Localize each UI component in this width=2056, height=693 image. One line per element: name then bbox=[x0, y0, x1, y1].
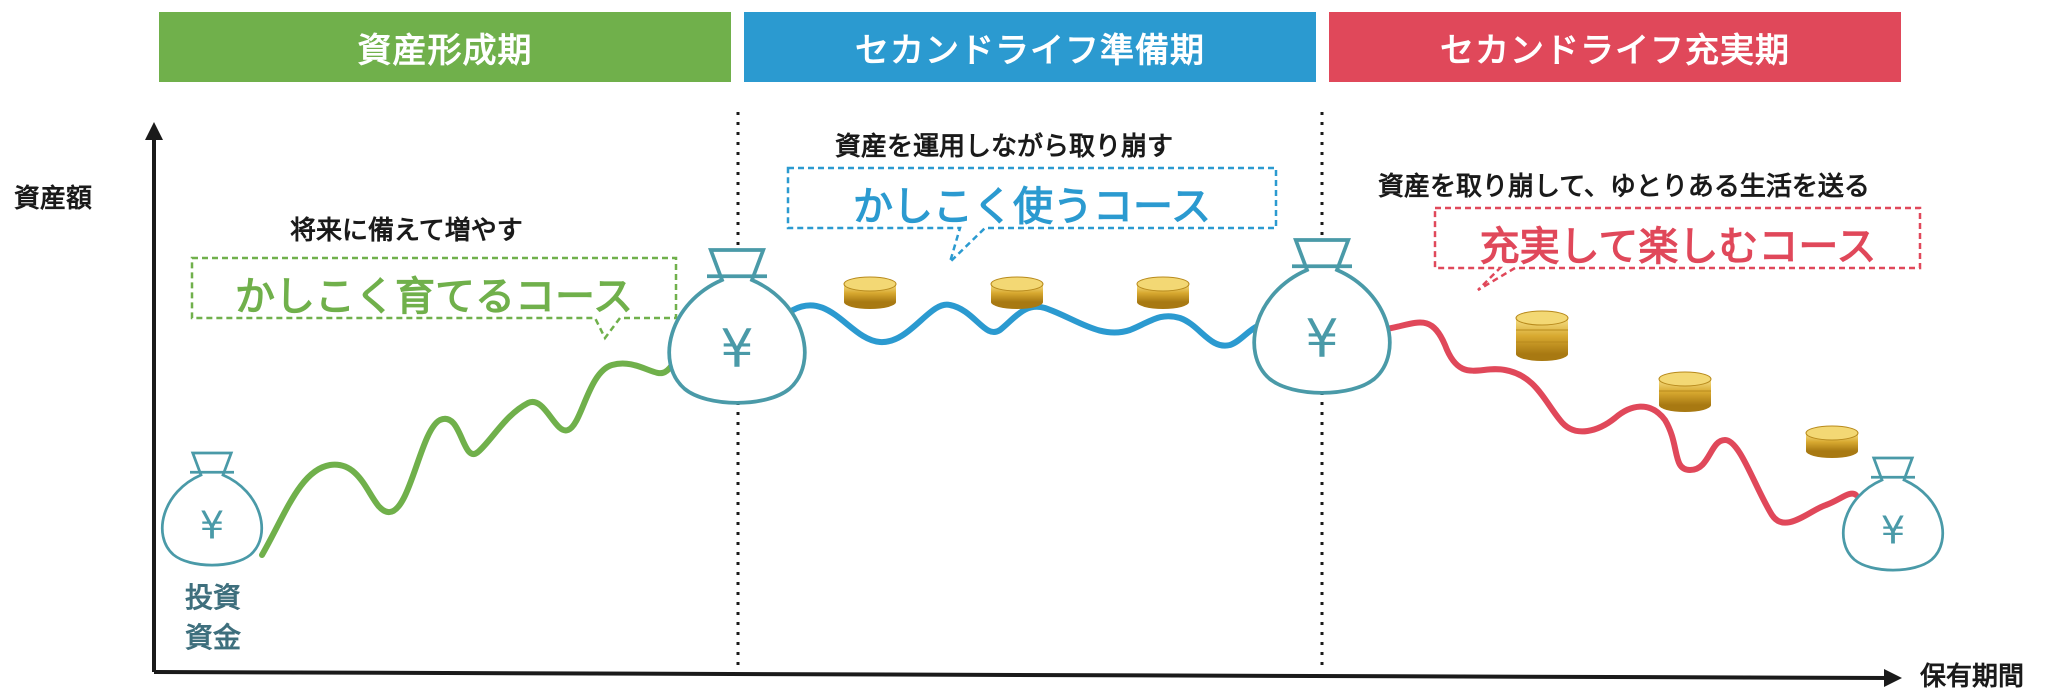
y-axis bbox=[145, 122, 163, 672]
x-axis-label: 保有期間 bbox=[1920, 662, 2025, 692]
svg-text:¥: ¥ bbox=[720, 318, 753, 379]
svg-text:¥: ¥ bbox=[1881, 508, 1906, 553]
money-bag-yen-icon: ¥ bbox=[1252, 238, 1392, 395]
coin-stack-icon bbox=[990, 276, 1044, 309]
coin-stack-icon bbox=[1658, 371, 1712, 412]
x-axis bbox=[153, 669, 1902, 687]
phase-tab-second-life-fulfill: セカンドライフ充実期 bbox=[1329, 12, 1901, 82]
stable-curve bbox=[790, 301, 1278, 349]
decline-curve bbox=[1378, 319, 1859, 526]
course-name-use: かしこく使うコース bbox=[853, 184, 1211, 230]
course-caption-enjoy: 資産を取り崩して、ゆとりある生活を送る bbox=[1378, 172, 1870, 202]
coin-stack-icon bbox=[843, 276, 897, 309]
coin-stack-icon bbox=[1805, 425, 1859, 458]
coin-stack-icon bbox=[1136, 276, 1190, 309]
money-bag-yen-icon: ¥ bbox=[160, 451, 264, 567]
phase-tab-asset-formation: 資産形成期 bbox=[159, 12, 731, 82]
course-name-grow: かしこく育てるコース bbox=[235, 274, 633, 320]
phase-label: セカンドライフ準備期 bbox=[855, 30, 1205, 71]
capital-label-line1: 投資 bbox=[184, 581, 241, 614]
course-name-enjoy: 充実して楽しむコース bbox=[1479, 224, 1877, 270]
phase-label: 資産形成期 bbox=[357, 30, 533, 71]
balloon-use bbox=[786, 166, 1278, 267]
capital-label-line2: 資金 bbox=[184, 621, 241, 654]
course-caption-grow: 将来に備えて増やす bbox=[290, 216, 523, 246]
money-bag-yen-icon: ¥ bbox=[667, 248, 807, 405]
growth-curve bbox=[259, 315, 703, 558]
investment-capital-label: 投資 資金 bbox=[178, 578, 248, 658]
svg-text:¥: ¥ bbox=[1305, 308, 1338, 369]
coin-stack-icon bbox=[1515, 310, 1569, 361]
balloon-enjoy bbox=[1433, 206, 1922, 292]
y-axis-label: 資産額 bbox=[14, 184, 93, 214]
money-bag-yen-icon: ¥ bbox=[1841, 456, 1945, 572]
balloon-grow bbox=[190, 256, 678, 341]
svg-text:¥: ¥ bbox=[200, 503, 225, 548]
course-caption-use: 資産を運用しながら取り崩す bbox=[835, 132, 1174, 162]
phase-tab-second-life-prep: セカンドライフ準備期 bbox=[744, 12, 1316, 82]
phase-label: セカンドライフ充実期 bbox=[1440, 30, 1790, 71]
